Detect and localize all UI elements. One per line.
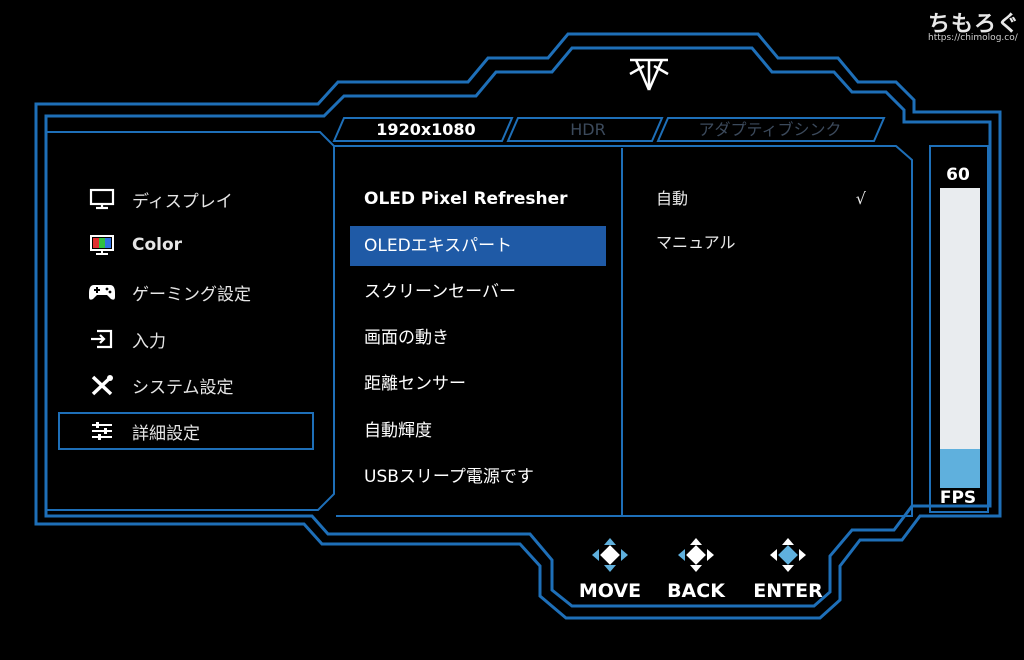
watermark-title: ちもろぐ (928, 12, 1021, 37)
monitor-icon (86, 187, 118, 211)
nav-enter: ENTER (748, 538, 828, 602)
left-menu-label: Color (132, 235, 183, 255)
left-menu-label: ディスプレイ (132, 191, 233, 212)
tab-adaptive-sync[interactable]: アダプティブシンク (698, 120, 842, 139)
left-menu-item-color[interactable]: Color (86, 230, 316, 260)
tab-hdr[interactable]: HDR (570, 120, 606, 139)
right-menu-item-manual[interactable]: マニュアル (656, 228, 876, 258)
tab-resolution[interactable]: 1920x1080 (376, 120, 476, 139)
left-menu-label: システム設定 (132, 377, 234, 398)
joystick-back-icon (678, 538, 714, 572)
nav-enter-label: ENTER (753, 580, 823, 602)
mid-menu-item-oled-expert[interactable]: OLEDエキスパート (350, 226, 606, 266)
left-menu-item-input[interactable]: 入力 (86, 324, 316, 354)
right-menu-label: マニュアル (656, 233, 736, 252)
mid-menu-item-distance-sensor[interactable]: 距離センサー (364, 374, 466, 394)
nav-back: BACK (656, 538, 736, 602)
checkmark-icon: √ (855, 189, 866, 208)
left-menu-item-gaming[interactable]: ゲーミング設定 (86, 277, 316, 307)
left-menu-label: ゲーミング設定 (132, 284, 251, 305)
brand-emblem-icon (629, 58, 669, 91)
input-icon (86, 327, 118, 351)
watermark-url: https://chimolog.co/ (928, 33, 1018, 43)
mid-menu-item-auto-brightness[interactable]: 自動輝度 (364, 421, 432, 441)
joystick-move-icon (592, 538, 628, 572)
left-menu-label: 詳細設定 (132, 423, 200, 444)
nav-move: MOVE (570, 538, 650, 602)
mid-menu-item-screensaver[interactable]: スクリーンセーバー (364, 282, 516, 302)
left-menu-label: 入力 (132, 331, 166, 352)
fps-value: 60 (946, 165, 970, 185)
fps-meter-bar (940, 188, 980, 488)
mid-menu-item-screen-move[interactable]: 画面の動き (364, 328, 449, 348)
mid-menu-item-pixel-refresher[interactable]: OLED Pixel Refresher (364, 189, 568, 209)
color-icon (86, 233, 118, 257)
left-menu-selection (58, 412, 314, 450)
left-menu-item-system[interactable]: システム設定 (86, 370, 316, 400)
left-menu-item-display[interactable]: ディスプレイ (86, 184, 316, 214)
mid-menu-item-usb-sleep-power[interactable]: USBスリープ電源です (364, 467, 534, 487)
nav-back-label: BACK (667, 580, 725, 602)
sliders-icon (86, 419, 118, 443)
joystick-enter-icon (770, 538, 806, 572)
fps-meter-fill (940, 449, 980, 488)
right-menu-label: 自動 (656, 189, 689, 208)
left-menu-item-advanced[interactable]: 詳細設定 (86, 416, 316, 446)
gamepad-icon (86, 280, 118, 304)
fps-label: FPS (939, 488, 977, 508)
right-menu-item-auto[interactable]: 自動 √ (656, 184, 876, 214)
tools-icon (86, 373, 118, 397)
nav-move-label: MOVE (578, 580, 642, 602)
